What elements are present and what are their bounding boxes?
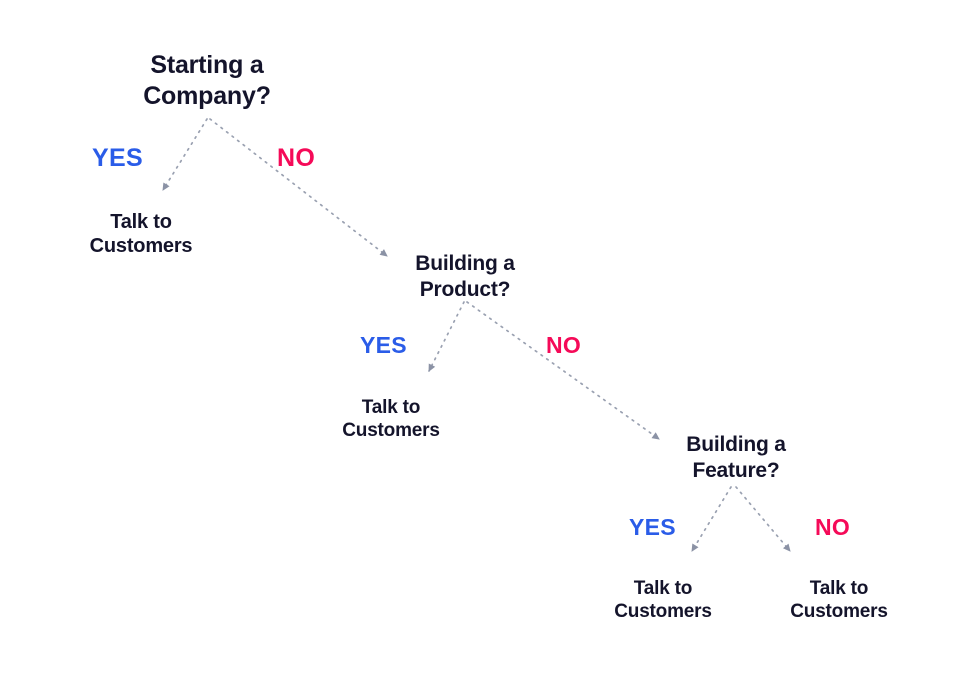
node-talk-to-customers-1[interactable]: Talk to Customers <box>89 211 193 258</box>
edge-label-level3-no: NO <box>815 514 851 540</box>
edge-label-root-yes: YES <box>92 144 143 172</box>
edge-level3-no <box>735 486 791 552</box>
edge-label-level3-yes: YES <box>629 514 676 540</box>
node-building-a-feature[interactable]: Building a Feature? <box>686 433 786 482</box>
node-talk-to-customers-3[interactable]: Talk to Customers <box>614 578 712 623</box>
edge-level3-yes <box>691 486 732 552</box>
node-talk-to-customers-2[interactable]: Talk to Customers <box>342 397 440 442</box>
edge-root-yes <box>162 118 208 191</box>
node-talk-to-customers-4[interactable]: Talk to Customers <box>790 578 888 623</box>
edge-level2-yes <box>428 301 465 372</box>
node-starting-a-company[interactable]: Starting a Company? <box>143 51 271 110</box>
edge-label-root-no: NO <box>277 144 316 172</box>
edge-label-level2-no: NO <box>546 332 582 358</box>
node-building-a-product[interactable]: Building a Product? <box>415 252 515 301</box>
edge-label-level2-yes: YES <box>360 332 407 358</box>
